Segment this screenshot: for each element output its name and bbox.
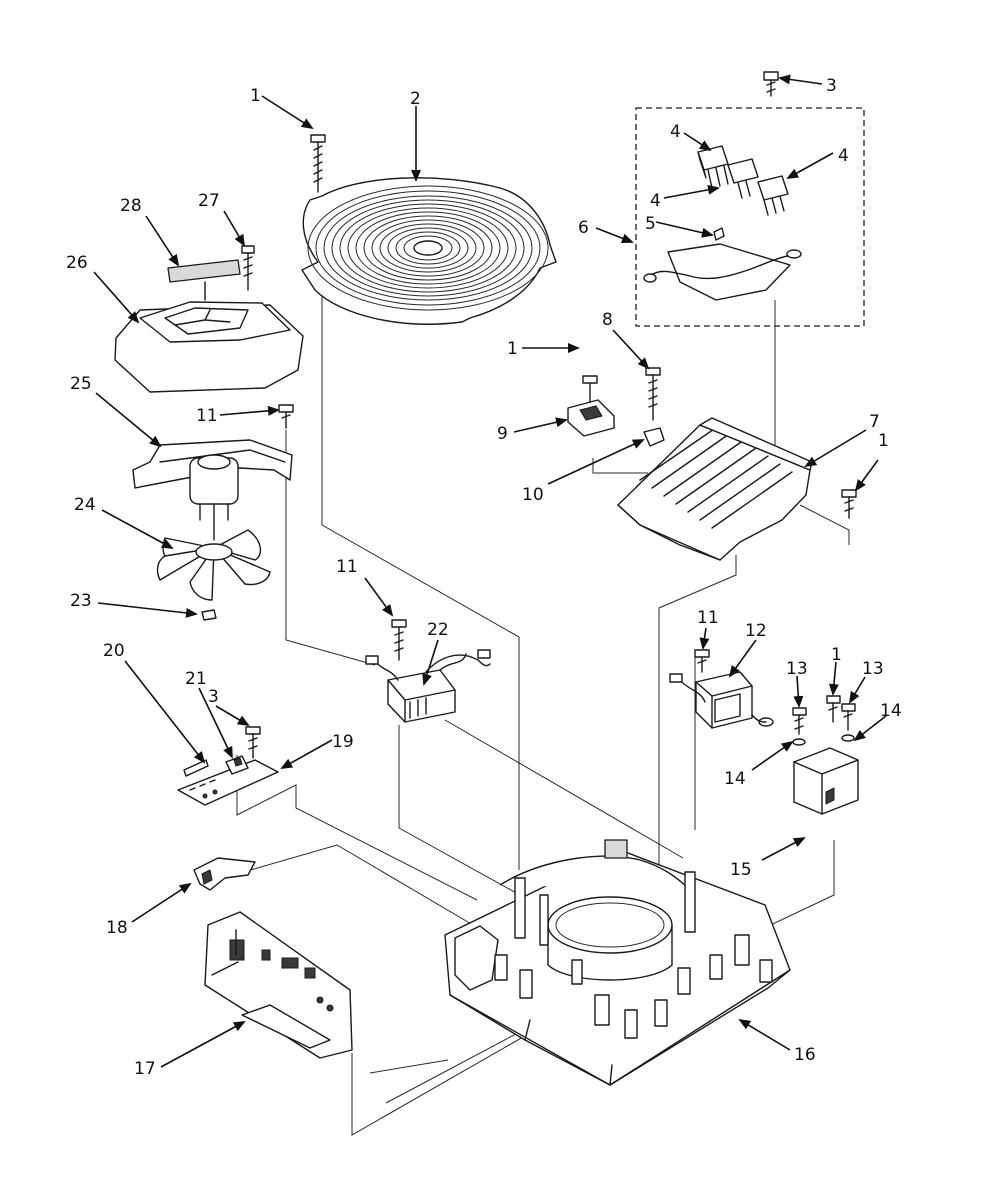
callout-label: 1 xyxy=(878,431,889,451)
relay-22 xyxy=(365,649,491,723)
sensor-board-6 xyxy=(643,243,802,301)
fan-blade-24 xyxy=(156,529,271,601)
pin-20 xyxy=(183,759,209,777)
thermistor-5 xyxy=(713,227,725,241)
callout-label: 19 xyxy=(332,732,354,752)
chassis-components xyxy=(494,871,773,1039)
main-board-17 xyxy=(204,911,353,1059)
callout-label: 7 xyxy=(869,412,880,432)
screw-11-right xyxy=(694,649,710,673)
washer-14-pair xyxy=(792,734,855,746)
switch-21 xyxy=(225,755,249,775)
transistor-4-middle xyxy=(727,158,759,199)
screw-1-right xyxy=(841,489,857,519)
part-6-group-box xyxy=(635,107,865,327)
callout-label: 8 xyxy=(602,310,613,330)
clip-23 xyxy=(201,609,217,621)
callout-label: 15 xyxy=(730,860,752,880)
callout-label: 17 xyxy=(134,1059,156,1079)
callout-label: 4 xyxy=(650,191,661,211)
clamp-10 xyxy=(643,427,665,447)
callout-label: 27 xyxy=(198,191,220,211)
callout-label: 22 xyxy=(427,620,449,640)
top-housing-26 xyxy=(114,301,304,393)
callout-label: 14 xyxy=(880,701,902,721)
callout-label: 16 xyxy=(794,1045,816,1065)
callout-label: 2 xyxy=(410,89,421,109)
callout-label: 3 xyxy=(826,76,837,96)
screw-11-fan xyxy=(278,404,294,429)
fan-motor xyxy=(189,454,239,541)
induction-coil xyxy=(301,177,557,325)
callout-label: 13 xyxy=(862,659,884,679)
heat-sink-7 xyxy=(617,417,813,561)
callout-label: 11 xyxy=(336,557,358,577)
callout-label: 12 xyxy=(745,621,767,641)
callout-label: 11 xyxy=(697,608,719,628)
callout-label: 4 xyxy=(670,122,681,142)
transformer-12 xyxy=(669,671,774,729)
callout-label: 11 xyxy=(196,406,218,426)
callout-label: 25 xyxy=(70,374,92,394)
rectifier-9 xyxy=(567,375,615,437)
screw-11-center xyxy=(391,619,407,661)
callout-label: 24 xyxy=(74,495,96,515)
callout-label: 1 xyxy=(831,645,842,665)
callout-label: 9 xyxy=(497,424,508,444)
leader-arrows xyxy=(93,74,887,1068)
coil-windings xyxy=(307,185,549,311)
callout-label: 1 xyxy=(507,339,518,359)
bracket-18 xyxy=(193,857,256,891)
callout-label: 28 xyxy=(120,196,142,216)
screw-3-top xyxy=(763,71,779,97)
callout-label: 5 xyxy=(645,214,656,234)
display-window-28 xyxy=(167,259,241,301)
box-15 xyxy=(793,747,859,815)
screw-13-right xyxy=(841,703,856,731)
screw-1-top xyxy=(310,134,326,193)
callout-label: 4 xyxy=(838,146,849,166)
screw-8 xyxy=(645,367,661,421)
transistor-4-left xyxy=(697,145,729,189)
base-chassis-16 xyxy=(444,839,791,1086)
callout-label: 21 xyxy=(185,669,207,689)
screw-1-lower xyxy=(826,695,841,723)
callout-label: 23 xyxy=(70,591,92,611)
screw-13-left xyxy=(792,707,807,735)
callout-labels: 1 2 3 4 4 4 5 6 28 27 26 1 8 25 11 9 7 1… xyxy=(66,76,902,1079)
callout-label: 14 xyxy=(724,769,746,789)
screw-27 xyxy=(241,245,255,291)
callout-label: 10 xyxy=(522,485,544,505)
callout-label: 13 xyxy=(786,659,808,679)
callout-label: 3 xyxy=(208,687,219,707)
callout-label: 18 xyxy=(106,918,128,938)
callout-label: 6 xyxy=(578,218,589,238)
callout-label: 20 xyxy=(103,641,125,661)
callout-label: 26 xyxy=(66,253,88,273)
transistor-4-right xyxy=(757,175,789,216)
callout-label: 1 xyxy=(250,86,261,106)
screw-3-left xyxy=(245,726,261,759)
